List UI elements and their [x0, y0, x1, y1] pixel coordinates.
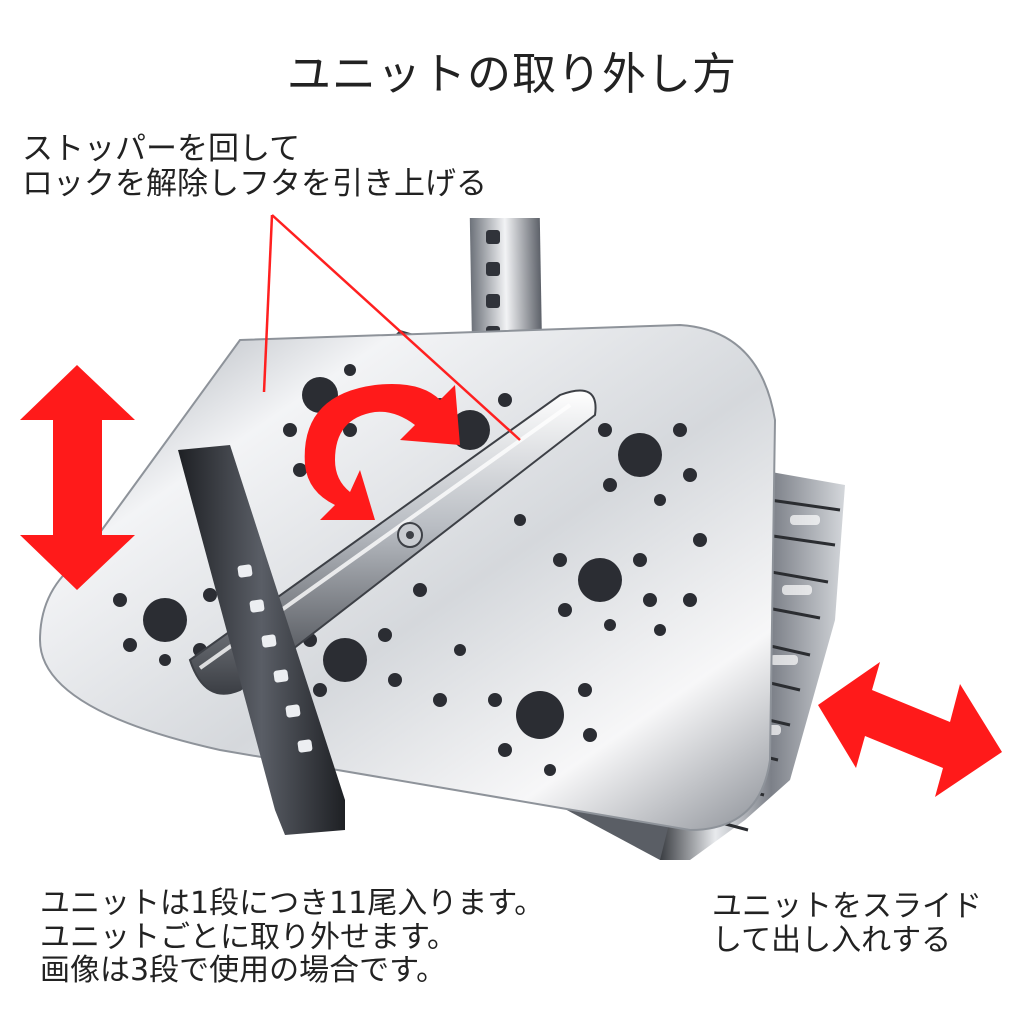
unit-capacity-line: 画像は3段で使用の場合です。 — [40, 953, 447, 989]
rotate-arrow-icon — [304, 384, 460, 520]
slide-instruction-line: ユニットをスライド — [712, 889, 982, 924]
stopper-instruction: ストッパーを回して ロックを解除しフタを引き上げる — [22, 132, 487, 201]
unit-capacity-line: ユニットごとに取り外せます。 — [40, 919, 457, 955]
slide-instruction: ユニットをスライド して出し入れする — [712, 890, 982, 957]
stopper-instruction-line: ストッパーを回して — [22, 131, 301, 167]
slide-instruction-line: して出し入れする — [712, 922, 952, 958]
page-title: ユニットの取り外し方 — [287, 49, 737, 100]
leader-lines — [262, 214, 521, 441]
double-diagonal-arrow-icon — [818, 662, 1002, 797]
front-stopper-bar — [178, 445, 345, 835]
unit-capacity-line: ユニットは1段につき11尾入ります。 — [40, 886, 545, 921]
double-vertical-arrow-icon — [20, 365, 135, 590]
lid-handle — [188, 389, 597, 695]
stopper-instruction-line: ロックを解除しフタを引き上げる — [22, 165, 487, 202]
unit-capacity-note: ユニットは1段につき11尾入ります。 ユニットごとに取り外せます。 画像は3段で… — [40, 887, 544, 988]
